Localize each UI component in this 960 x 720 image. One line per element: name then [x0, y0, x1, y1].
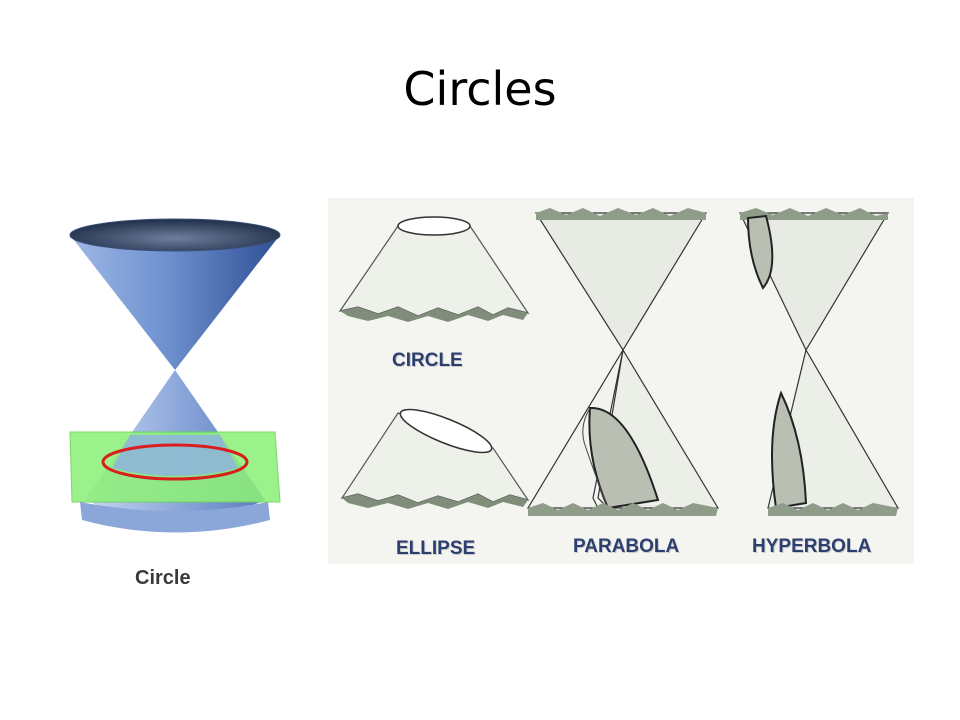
- ellipse-section-top: [399, 408, 493, 454]
- hyperbola-lower-branch: [771, 390, 808, 510]
- double-cone-illustration: [69, 218, 281, 533]
- parabola-label: PARABOLA: [573, 536, 680, 557]
- circle-cone-figure: [60, 210, 300, 600]
- parabola-section: [526, 208, 720, 516]
- circle-section-curve: [101, 443, 249, 481]
- circle-section: [338, 216, 530, 322]
- hyperbola-section: [739, 208, 900, 516]
- parabola-curve: [588, 406, 660, 510]
- conic-sections-illustration: [328, 198, 914, 564]
- ellipse-section: [340, 408, 530, 509]
- hyperbola-upper-branch: [746, 214, 774, 290]
- upper-cone: [70, 235, 280, 370]
- cone-base: [80, 502, 270, 533]
- conic-sections-figure: [328, 198, 914, 564]
- circle-label: CIRCLE: [392, 350, 463, 371]
- circle-section-top: [397, 216, 471, 236]
- upper-cone-rim: [69, 218, 281, 252]
- circle-caption: Circle: [135, 567, 191, 589]
- slide-title: Circles: [403, 62, 557, 116]
- ellipse-label: ELLIPSE: [396, 538, 476, 559]
- hyperbola-label: HYPERBOLA: [752, 536, 872, 557]
